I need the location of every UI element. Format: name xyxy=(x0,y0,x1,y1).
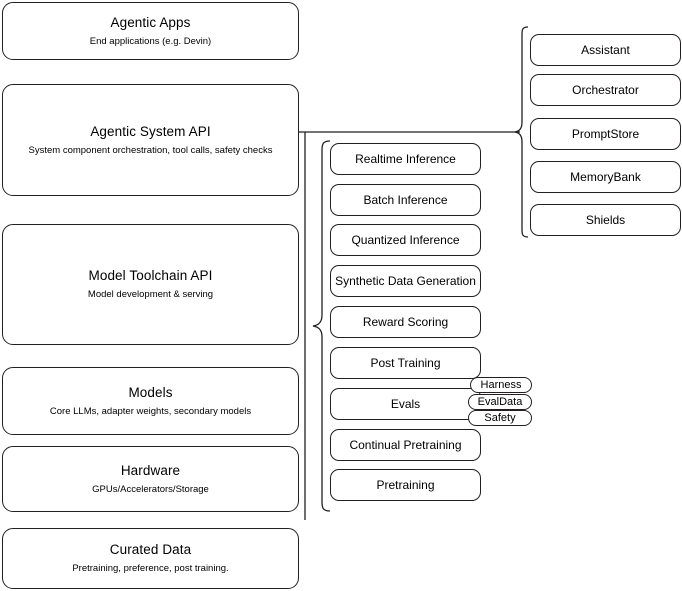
toolchain-box-label: Batch Inference xyxy=(363,192,448,207)
toolchain-box-batch-inference[interactable]: Batch Inference xyxy=(330,184,481,216)
eval-tag-label: Harness xyxy=(480,378,522,391)
toolchain-box-realtime-inference[interactable]: Realtime Inference xyxy=(330,143,481,175)
system-box-shields[interactable]: Shields xyxy=(530,204,681,236)
system-box-label: Shields xyxy=(585,212,626,227)
brace-toolchain-components xyxy=(312,140,331,512)
layer-box-models[interactable]: Models Core LLMs, adapter weights, secon… xyxy=(2,367,299,435)
eval-tag-label: Safety xyxy=(484,411,516,424)
layer-title: Agentic System API xyxy=(90,123,211,139)
toolchain-box-label: Evals xyxy=(390,396,421,411)
layer-subtitle: Pretraining, preference, post training. xyxy=(72,563,229,574)
layer-subtitle: End applications (e.g. Devin) xyxy=(89,35,212,47)
layer-title: Curated Data xyxy=(109,542,192,558)
layer-box-agentic-apps[interactable]: Agentic Apps End applications (e.g. Devi… xyxy=(2,2,299,60)
system-box-orchestrator[interactable]: Orchestrator xyxy=(530,74,681,106)
layer-title: Model Toolchain API xyxy=(88,268,213,284)
toolchain-box-quantized-inference[interactable]: Quantized Inference xyxy=(330,224,481,256)
system-box-memorybank[interactable]: MemoryBank xyxy=(530,161,681,193)
toolchain-box-label: Quantized Inference xyxy=(351,232,460,247)
system-box-label: PromptStore xyxy=(571,126,640,141)
toolchain-box-label: Synthetic Data Generation xyxy=(335,273,476,288)
layer-subtitle: Model development & serving xyxy=(87,289,214,300)
toolchain-box-label: Reward Scoring xyxy=(362,314,449,329)
layer-title: Hardware xyxy=(120,462,181,478)
toolchain-box-label: Continual Pretraining xyxy=(349,437,462,452)
layer-box-agentic-system-api[interactable]: Agentic System API System component orch… xyxy=(2,84,299,196)
toolchain-box-reward-scoring[interactable]: Reward Scoring xyxy=(330,306,481,338)
eval-tag-label: EvalData xyxy=(477,395,523,408)
eval-tag-evaldata[interactable]: EvalData xyxy=(468,394,532,410)
toolchain-box-post-training[interactable]: Post Training xyxy=(330,347,481,379)
system-box-label: Orchestrator xyxy=(572,82,639,97)
toolchain-box-evals[interactable]: Evals xyxy=(330,388,481,420)
layer-title: Models xyxy=(128,384,173,400)
layer-box-hardware[interactable]: Hardware GPUs/Accelerators/Storage xyxy=(2,446,299,512)
toolchain-box-label: Post Training xyxy=(370,355,441,370)
toolchain-box-continual-pretraining[interactable]: Continual Pretraining xyxy=(330,429,481,461)
connector-toolchain-spine xyxy=(304,132,306,520)
system-box-promptstore[interactable]: PromptStore xyxy=(530,118,681,150)
layer-box-model-toolchain-api[interactable]: Model Toolchain API Model development & … xyxy=(2,224,299,345)
layer-title: Agentic Apps xyxy=(110,14,191,30)
toolchain-box-label: Pretraining xyxy=(376,477,435,492)
eval-tag-harness[interactable]: Harness xyxy=(470,377,532,393)
system-box-label: MemoryBank xyxy=(570,169,641,184)
toolchain-box-pretraining[interactable]: Pretraining xyxy=(330,469,481,501)
layer-subtitle: Core LLMs, adapter weights, secondary mo… xyxy=(49,405,252,417)
layer-subtitle: GPUs/Accelerators/Storage xyxy=(92,483,209,495)
layer-box-curated-data[interactable]: Curated Data Pretraining, preference, po… xyxy=(2,528,299,589)
toolchain-box-synthetic-data-generation[interactable]: Synthetic Data Generation xyxy=(330,265,481,297)
toolchain-box-label: Realtime Inference xyxy=(355,151,456,166)
system-box-label: Assistant xyxy=(581,42,630,57)
system-box-assistant[interactable]: Assistant xyxy=(530,34,681,66)
eval-tag-safety[interactable]: Safety xyxy=(468,410,532,426)
layer-subtitle: System component orchestration, tool cal… xyxy=(28,144,273,156)
